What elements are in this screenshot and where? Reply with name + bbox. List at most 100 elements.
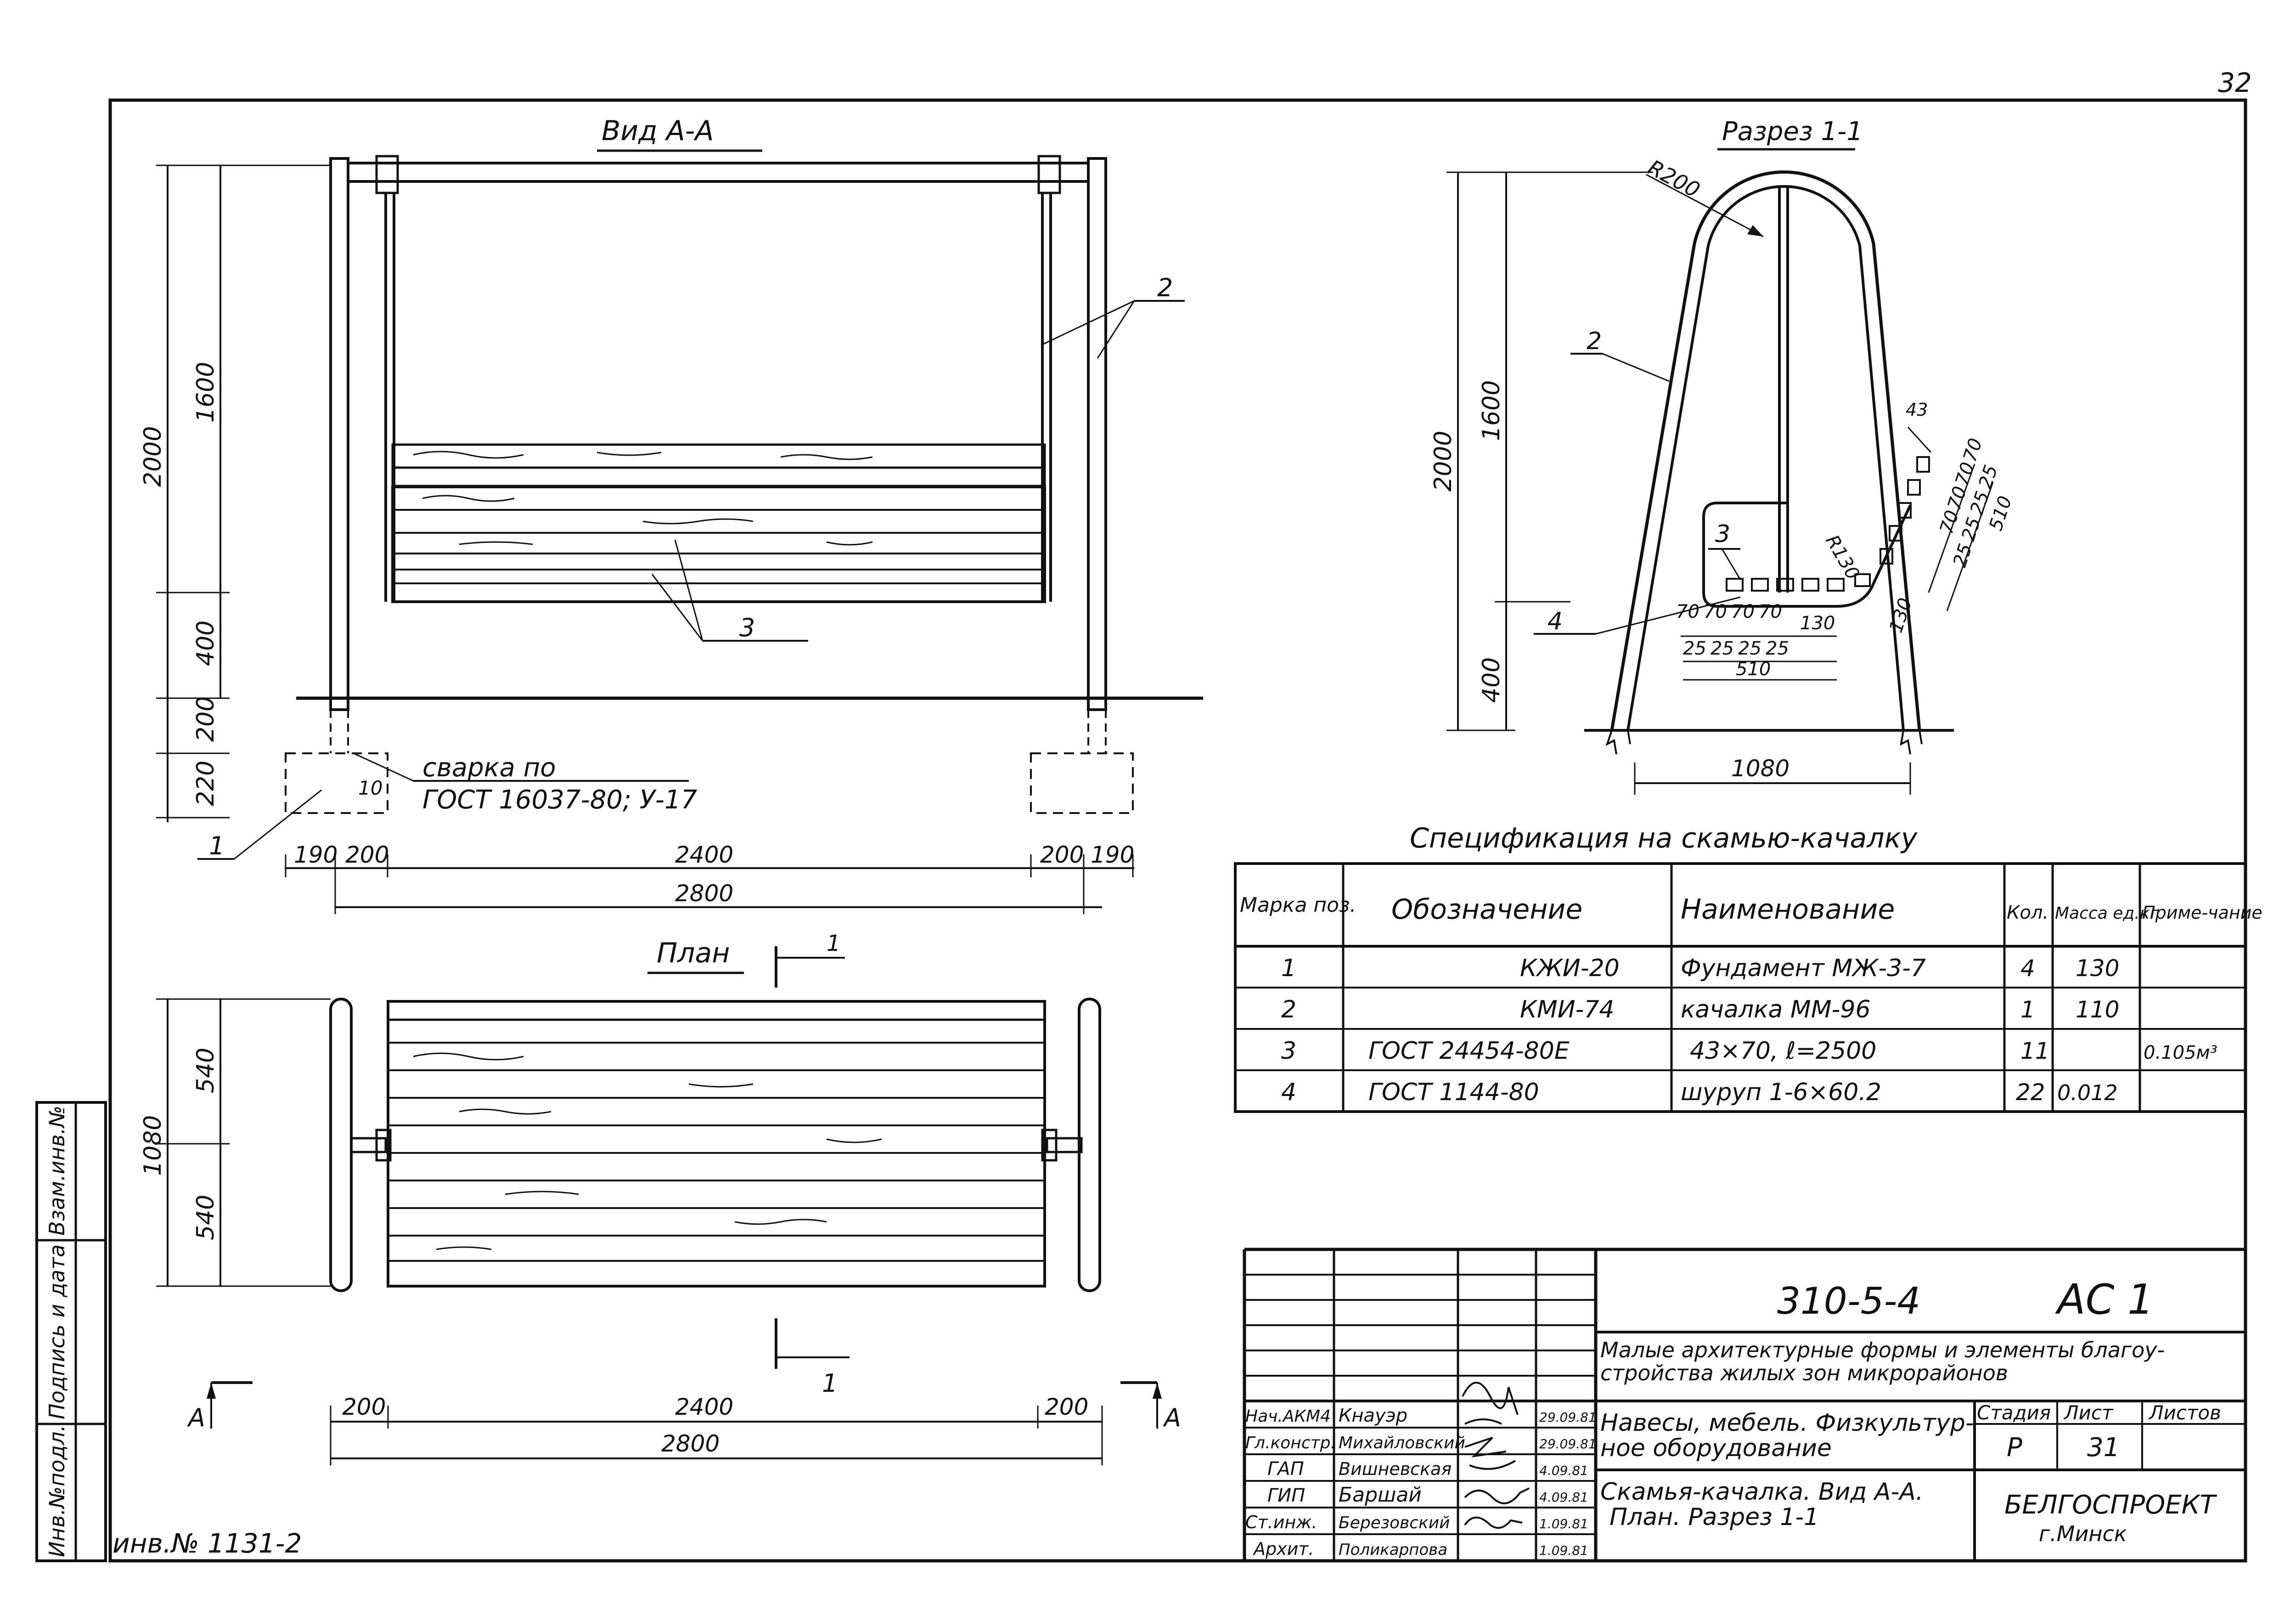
- seat-spacing-70-3: 70: [1731, 601, 1755, 622]
- person-date-1: 29.09.81: [1539, 1410, 1597, 1425]
- weld-note-line2: ГОСТ 16037-80; У-17: [422, 785, 698, 815]
- document-code: 310-5-4: [1777, 1280, 1920, 1322]
- callout-1: 1: [209, 831, 225, 860]
- spec-r4-designation: ГОСТ 1144-80: [1368, 1079, 1539, 1106]
- person-name-3: Вишневская: [1339, 1459, 1452, 1479]
- plan-view: План 1 1: [139, 931, 1181, 1465]
- radius-r130: R130: [1821, 531, 1863, 583]
- project-line1: Малые архитектурные формы и элементы бла…: [1600, 1338, 2165, 1362]
- spec-r4-mass: 0.012: [2057, 1080, 2118, 1105]
- sheets-label: Листов: [2148, 1401, 2221, 1424]
- back-spacing-70-4: 70: [1959, 436, 1986, 465]
- spec-r1-designation: КЖИ-20: [1520, 955, 1620, 982]
- person-role-1: Нач.АКМ4: [1245, 1407, 1331, 1426]
- spec-r3-name: 43×70, ℓ=2500: [1690, 1037, 1876, 1065]
- plan-dim-2400: 2400: [675, 1394, 733, 1420]
- dim-200-left: 200: [345, 842, 389, 868]
- person-role-5: Ст.инж.: [1245, 1512, 1317, 1532]
- spec-r3-mark: 3: [1281, 1037, 1296, 1065]
- swing-frame-outer: [1610, 170, 1921, 731]
- person-name-4: Баршай: [1339, 1483, 1422, 1507]
- organization-name: БЕЛГОСПРОЕКТ: [2004, 1490, 2217, 1520]
- section-11-title: Разрез 1-1: [1722, 117, 1863, 147]
- seat-spacing-25-1: 25: [1683, 638, 1706, 659]
- weld-note-line1: сварка по: [422, 753, 556, 783]
- section-mark-top: 1: [827, 931, 841, 956]
- person-date-3: 4.09.81: [1539, 1463, 1588, 1478]
- dim-200-right: 200: [1040, 842, 1084, 868]
- back-spacing-25-2: 25: [1958, 515, 1985, 544]
- signature-scribbles: [1462, 1382, 1530, 1529]
- callout-2: 2: [1157, 273, 1173, 302]
- sheet-frame: [108, 98, 2247, 1563]
- person-name-5: Березовский: [1339, 1514, 1450, 1532]
- dim-1600: 1600: [192, 362, 219, 423]
- dim-400: 400: [192, 621, 219, 666]
- person-date-5: 1.09.81: [1539, 1516, 1588, 1531]
- spec-r4-name: шуруп 1-6×60.2: [1681, 1079, 1881, 1106]
- section-planks: [1726, 456, 1930, 592]
- sheet-label: Лист: [2063, 1401, 2114, 1424]
- sheet-number-value: 31: [2087, 1433, 2120, 1463]
- person-role-4: ГИП: [1267, 1485, 1305, 1506]
- spec-r1-name: Фундамент МЖ-3-7: [1681, 955, 1926, 982]
- plan-right-post: [1078, 998, 1101, 1292]
- document-mark: АС 1: [2055, 1276, 2154, 1324]
- plan-dim-200-left: 200: [342, 1394, 386, 1420]
- sheet-name-line1: Скамья-качалка. Вид А-А.: [1600, 1478, 1923, 1506]
- spec-r2-qty: 1: [2020, 996, 2035, 1023]
- plan-dim-1080: 1080: [139, 1115, 167, 1176]
- section-line2: ное оборудование: [1600, 1435, 1832, 1462]
- person-role-2: Гл.констр.: [1245, 1434, 1336, 1452]
- plan-planks: [387, 1000, 1046, 1288]
- view-aa: Вид А-А: [139, 115, 1203, 914]
- seat-spacing-25-2: 25: [1711, 638, 1734, 659]
- section-callout-2: 2: [1587, 328, 1602, 355]
- side-stamp: Инв.№подл. Подпись и дата Взам.инв.№: [35, 1101, 107, 1562]
- section-11: Разрез 1-1 R200: [1429, 117, 2016, 795]
- spec-r3-designation: ГОСТ 24454-80Е: [1368, 1037, 1570, 1065]
- sheet-name-line2: План. Разрез 1-1: [1609, 1503, 1819, 1531]
- stage-value: Р: [2007, 1433, 2022, 1463]
- right-post: [1087, 157, 1107, 711]
- seat-planks: [391, 486, 1046, 603]
- page-number: 32: [2218, 67, 2252, 98]
- spec-r4-qty: 22: [2016, 1079, 2045, 1106]
- left-post: [329, 157, 349, 711]
- person-date-2: 29.09.81: [1539, 1436, 1597, 1452]
- dim-2800: 2800: [675, 880, 733, 907]
- inventory-number: инв.№ 1131-2: [113, 1528, 302, 1559]
- plan-dim-540-bottom: 540: [192, 1195, 219, 1240]
- spec-r1-qty: 4: [2020, 955, 2035, 982]
- dim-190-right: 190: [1091, 842, 1134, 868]
- seat-total-510: 510: [1736, 659, 1771, 680]
- view-arrow-a-left: А: [187, 1403, 205, 1432]
- person-name-1: Кнауэр: [1339, 1405, 1407, 1426]
- section-dim-1600: 1600: [1478, 380, 1505, 441]
- back-dim-130: 130: [1885, 595, 1916, 635]
- spec-header-note: Приме-чание: [2142, 903, 2262, 923]
- organization-city: г.Минск: [2039, 1521, 2127, 1546]
- section-callout-3: 3: [1715, 520, 1730, 548]
- stage-label: Стадия: [1977, 1401, 2051, 1424]
- project-line2: стройства жилых зон микрорайонов: [1600, 1361, 2008, 1385]
- dim-220: 220: [192, 761, 219, 806]
- dim-2000: 2000: [139, 426, 167, 487]
- spec-r2-mark: 2: [1281, 996, 1296, 1023]
- plan-title: План: [657, 937, 730, 969]
- spec-r2-name: качалка ММ-96: [1681, 996, 1871, 1023]
- spec-header-mass: Масса ед.кг: [2055, 904, 2159, 923]
- section-dim-2000: 2000: [1429, 431, 1457, 491]
- view-arrow-a-right: А: [1163, 1403, 1181, 1432]
- dim-10: 10: [358, 777, 383, 799]
- spec-r2-designation: КМИ-74: [1520, 996, 1615, 1023]
- spec-r4-mark: 4: [1281, 1079, 1296, 1106]
- plan-dim-540-top: 540: [192, 1048, 219, 1093]
- spec-r1-mark: 1: [1281, 955, 1296, 982]
- person-role-3: ГАП: [1267, 1458, 1304, 1480]
- person-date-4: 4.09.81: [1539, 1490, 1588, 1505]
- seat-spacing-130: 130: [1800, 613, 1835, 634]
- person-role-6: Архит.: [1252, 1539, 1314, 1559]
- dim-190-left: 190: [294, 842, 338, 868]
